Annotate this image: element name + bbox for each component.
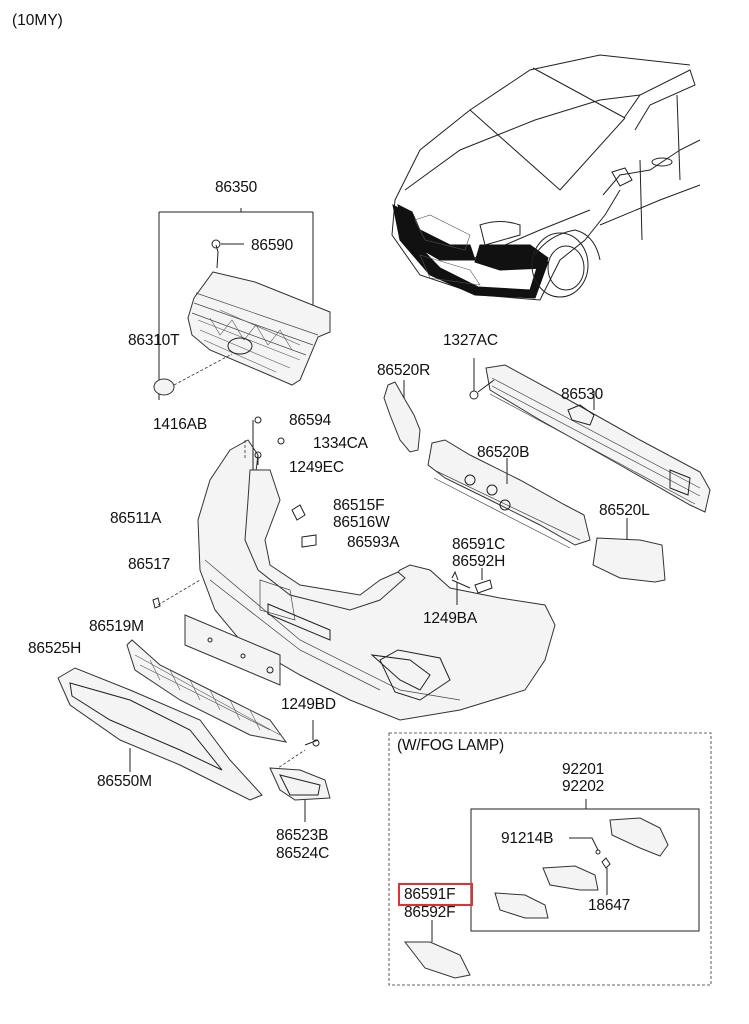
bolt-clip [451,568,493,605]
part-label-86516W[interactable]: 86516W [333,514,390,531]
part-label-86524C[interactable]: 86524C [276,845,330,862]
fog-lamp-inset-title: (W/FOG LAMP) [397,737,504,754]
model-year-label: (10MY) [12,12,63,29]
bracket-left [592,518,666,583]
bumper-beam [469,358,711,513]
part-label-86594[interactable]: 86594 [289,412,332,429]
part-label-86515F[interactable]: 86515F [333,497,385,514]
energy-absorber [427,439,591,549]
part-label-1334CA[interactable]: 1334CA [313,435,368,452]
part-label-86525H[interactable]: 86525H [28,640,82,657]
part-label-86593A[interactable]: 86593A [347,534,400,551]
part-label-86520L[interactable]: 86520L [599,502,650,519]
car-overview [391,54,701,301]
part-label-86530[interactable]: 86530 [561,386,604,403]
bracket-right [383,380,421,453]
fog-cover [269,720,331,822]
part-label-86350[interactable]: 86350 [215,179,258,196]
part-label-86519M[interactable]: 86519M [89,618,144,635]
highlight-box [398,883,473,906]
license-bracket [184,614,281,686]
part-label-92202[interactable]: 92202 [562,778,605,795]
lower-garnish [57,667,263,801]
lower-grille-mesh [126,639,288,743]
part-label-86591F[interactable]: 86591F [404,886,456,903]
part-label-1249BA[interactable]: 1249BA [423,610,477,627]
radiator-grille-assembly [153,208,331,400]
fog-lamp-inset [388,732,712,986]
part-label-86517[interactable]: 86517 [128,556,171,573]
part-label-86310T[interactable]: 86310T [128,332,180,349]
part-label-86591C[interactable]: 86591C [452,536,506,553]
part-label-1249EC[interactable]: 1249EC [289,459,344,476]
part-label-86520R[interactable]: 86520R [377,362,431,379]
part-label-92201[interactable]: 92201 [562,761,605,778]
part-label-18647[interactable]: 18647 [588,897,631,914]
part-label-1416AB[interactable]: 1416AB [153,416,207,433]
part-label-86592H[interactable]: 86592H [452,553,506,570]
part-label-91214B[interactable]: 91214B [501,830,554,847]
part-label-1249BD[interactable]: 1249BD [281,696,336,713]
part-label-86523B[interactable]: 86523B [276,827,329,844]
part-label-86550M[interactable]: 86550M [97,773,152,790]
part-label-86520B[interactable]: 86520B [477,444,530,461]
part-label-1327AC[interactable]: 1327AC [443,332,498,349]
part-label-86590[interactable]: 86590 [251,237,294,254]
part-label-86592F[interactable]: 86592F [404,904,456,921]
part-label-86511A[interactable]: 86511A [110,510,162,527]
front-bumper-cover [152,416,556,721]
